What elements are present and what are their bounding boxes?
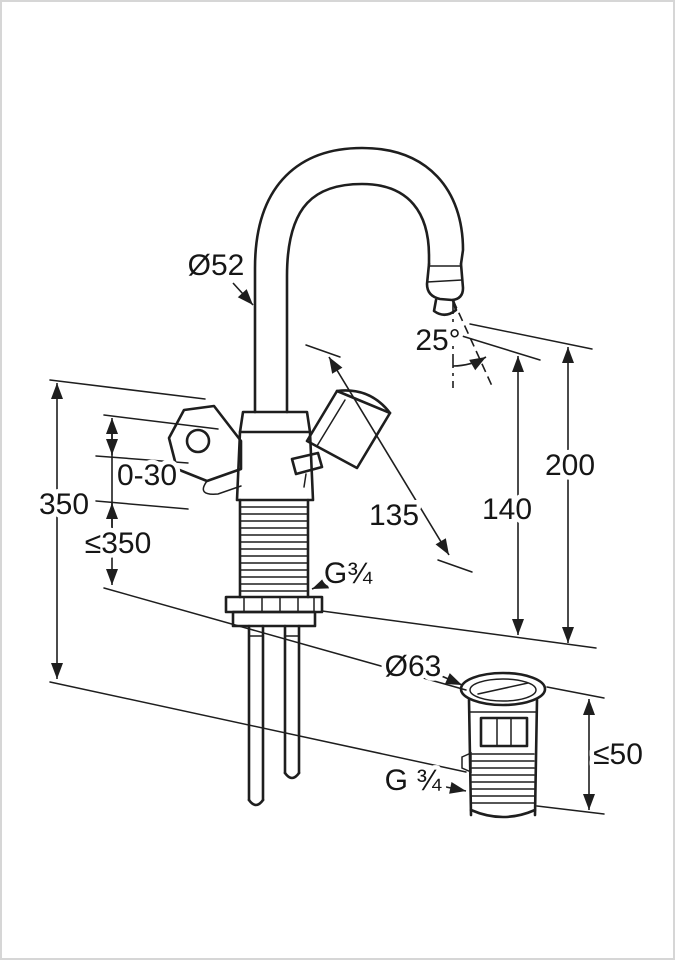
label-waste-diameter: Ø63 bbox=[385, 650, 442, 683]
label-deck-thickness: 0-30 bbox=[117, 459, 177, 492]
label-outlet-height: 140 bbox=[482, 493, 532, 526]
label-overall-height: 200 bbox=[545, 449, 595, 482]
mounting-nut bbox=[224, 595, 324, 628]
threaded-shank bbox=[238, 498, 310, 599]
label-spout-reach: 135 bbox=[369, 499, 419, 532]
dim-thread-g34-bottom bbox=[440, 781, 467, 794]
dim-140 bbox=[461, 335, 541, 635]
supply-tails bbox=[247, 624, 301, 807]
diverter-lever bbox=[290, 451, 324, 488]
label-max-supply-length: ≤350 bbox=[85, 527, 152, 560]
label-waste-thread: G ¾ bbox=[385, 764, 443, 797]
dim-diameter-52 bbox=[232, 282, 254, 306]
dimension-lines bbox=[49, 282, 605, 815]
dim-diameter-63 bbox=[436, 673, 463, 686]
label-shank-thread: G¾ bbox=[324, 557, 373, 590]
spout-outlet bbox=[425, 262, 465, 317]
dim-200 bbox=[321, 323, 597, 649]
label-outlet-angle: 25° bbox=[415, 324, 460, 357]
dim-0-30 bbox=[95, 430, 189, 528]
dim-350 bbox=[49, 379, 467, 773]
swan-neck-spout bbox=[253, 146, 465, 414]
label-supply-length: 350 bbox=[39, 488, 89, 521]
dimension-labels: Ø52 25° 0-30 350 ≤350 135 140 200 G¾ Ø63… bbox=[34, 244, 647, 801]
dim-thread-g34-top bbox=[311, 577, 332, 590]
dim-135 bbox=[305, 344, 473, 573]
dim-25-degrees bbox=[452, 299, 493, 388]
label-waste-deck-thickness: ≤50 bbox=[593, 738, 643, 771]
label-spout-diameter: Ø52 bbox=[188, 249, 245, 282]
left-cross-handle bbox=[167, 404, 243, 495]
drain-waste-assembly bbox=[459, 671, 547, 819]
dim-max-50 bbox=[536, 686, 605, 815]
